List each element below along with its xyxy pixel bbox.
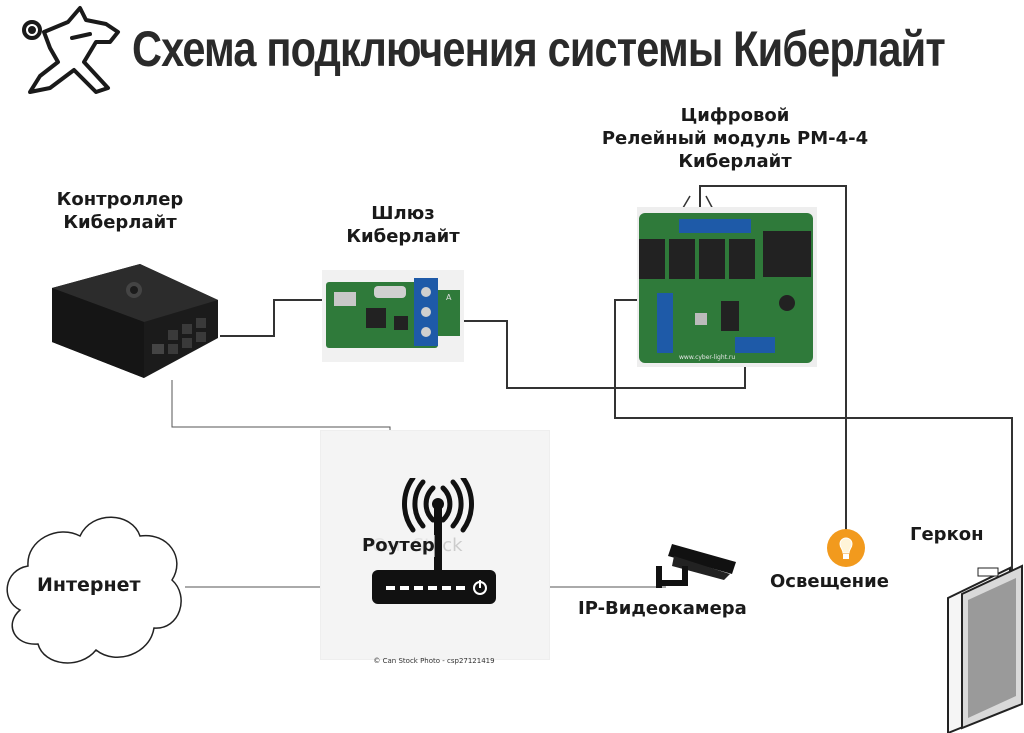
gateway-label-line2: Киберлайт: [346, 226, 460, 247]
router-label: Роутер: [362, 535, 435, 557]
gateway-terminal-mark: A: [446, 293, 452, 302]
camera-icon: [656, 544, 736, 588]
reed-switch-window-icon: [947, 564, 1023, 733]
controller-device: [52, 264, 218, 378]
relay-label-line3: Киберлайт: [678, 151, 792, 172]
gateway-device: A: [322, 270, 464, 362]
relay-label: Цифровой Релейный модуль РМ-4-4 Киберлай…: [560, 104, 910, 173]
internet-label: Интернет: [37, 574, 141, 596]
camera-label: IP-Видеокамера: [578, 598, 747, 619]
wire-controller-gateway: [220, 299, 325, 337]
router-credit: © Can Stock Photo - csp27121419: [373, 657, 495, 665]
wire-gateway-relay: [462, 320, 746, 389]
relay-board-url: www.cyber-light.ru: [679, 354, 735, 361]
page-title: Схема подключения системы Киберлайт: [132, 21, 946, 77]
reed-label: Геркон: [910, 524, 984, 545]
relay-label-line1: Цифровой: [680, 105, 790, 126]
gateway-label: Шлюз Киберлайт: [318, 202, 488, 248]
relay-label-line2: Релейный модуль РМ-4-4: [601, 128, 869, 149]
wire-relay-reed: [614, 299, 1013, 575]
light-label: Освещение: [770, 571, 889, 592]
cloud-icon: [6, 516, 182, 664]
controller-label-line1: Контроллер: [56, 189, 184, 210]
light-bulb-icon: [827, 529, 865, 567]
relay-module-device: www.cyber-light.ru: [637, 207, 817, 367]
router-icon: [372, 478, 496, 604]
logo-icon: [22, 6, 120, 94]
controller-label-line2: Киберлайт: [63, 212, 177, 233]
gateway-label-line1: Шлюз: [371, 203, 435, 224]
controller-label: Контроллер Киберлайт: [30, 188, 210, 234]
